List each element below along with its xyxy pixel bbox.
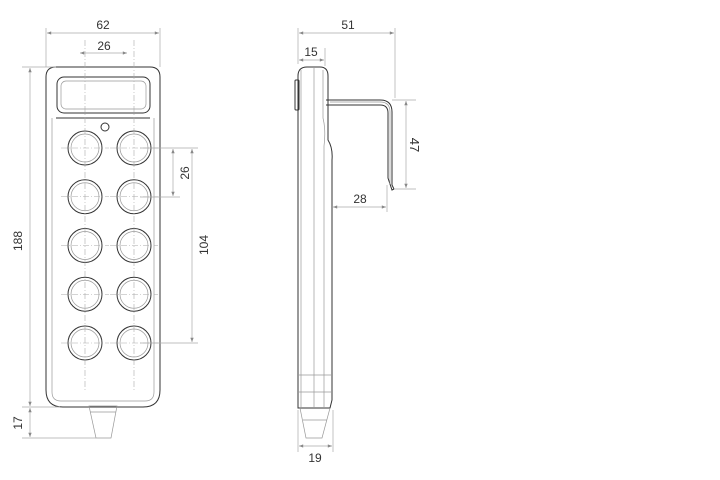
dim-button-spacing-h: 26 — [97, 39, 111, 53]
front-view: 62 26 188 17 26 104 — [11, 18, 211, 439]
dim-button-field-height: 104 — [197, 235, 211, 255]
pendant-body-side — [297, 66, 333, 409]
side-view: 51 15 47 28 19 — [294, 18, 422, 465]
dim-button-spacing-v: 26 — [178, 166, 192, 180]
dim-width: 62 — [96, 18, 110, 32]
dim-gland-length: 17 — [11, 416, 25, 430]
button-grid — [61, 130, 158, 361]
dim-body-depth-top: 15 — [304, 45, 318, 59]
dim-clip-gap: 28 — [353, 192, 367, 206]
dim-overall-depth: 51 — [341, 18, 355, 32]
display-window — [56, 76, 151, 114]
led-indicator — [100, 122, 110, 132]
cable-gland-side — [299, 407, 331, 439]
cable-gland — [88, 405, 118, 439]
dim-body-depth-bottom: 19 — [308, 451, 322, 465]
belt-clip — [326, 99, 395, 191]
dim-clip-height: 47 — [407, 138, 422, 152]
dim-height: 188 — [11, 231, 25, 251]
pendant-body-outline — [45, 66, 161, 408]
